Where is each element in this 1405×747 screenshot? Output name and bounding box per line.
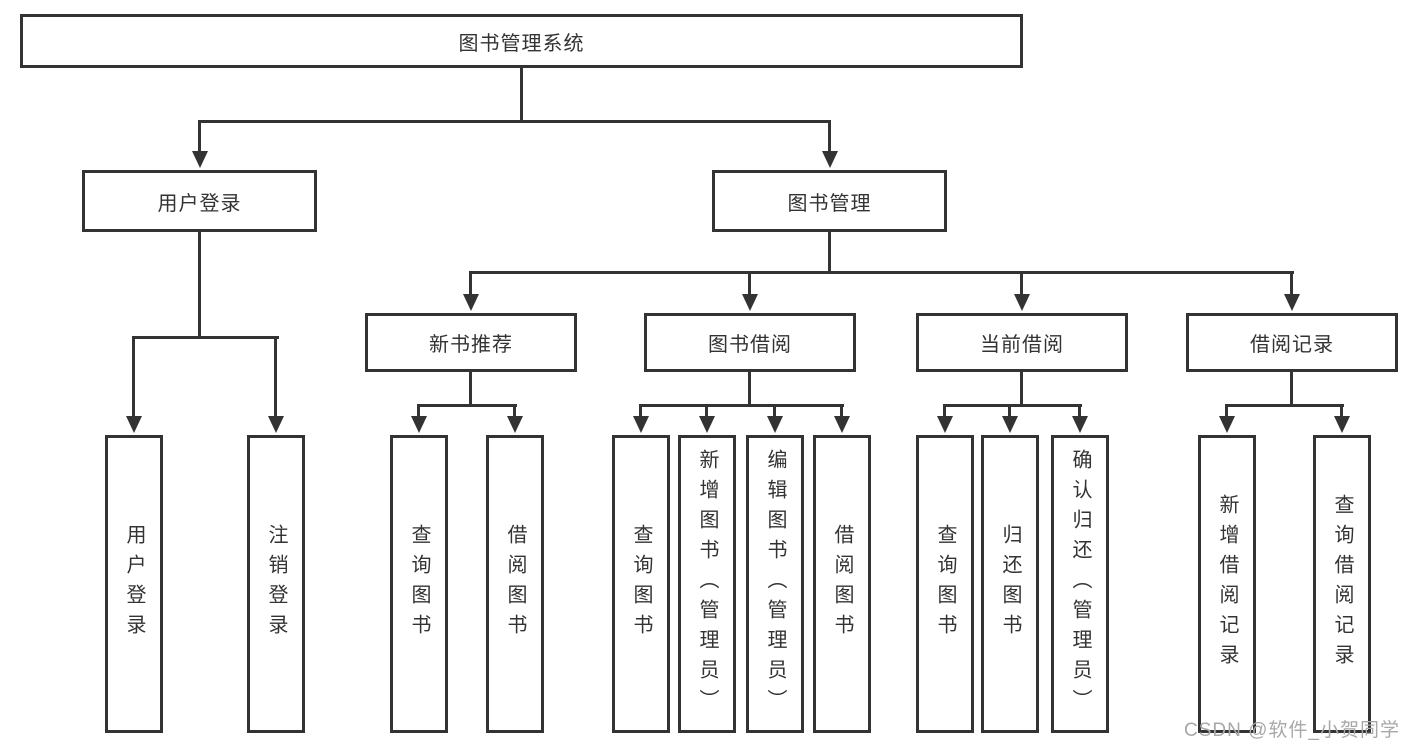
connector (639, 404, 642, 418)
connector (198, 120, 201, 153)
connector (1225, 404, 1344, 407)
node-label: 新增借阅记录 (1216, 494, 1238, 674)
arrow-down-icon (699, 416, 715, 433)
node-borrow-records: 借阅记录 (1186, 313, 1398, 372)
node-book-management: 图书管理 (712, 170, 947, 232)
connector (1020, 271, 1023, 296)
node-label: 图书管理系统 (458, 32, 585, 55)
arrow-down-icon (1284, 294, 1300, 311)
node-label: 图书借阅 (708, 334, 792, 356)
node-label: 用户登录 (123, 524, 145, 644)
leaf-confirm-return-admin: 确认归还（管理员） (1051, 435, 1109, 733)
leaf-return-books: 归还图书 (981, 435, 1039, 733)
node-label: 查询图书 (408, 524, 430, 644)
connector (828, 230, 831, 273)
leaf-edit-books-admin: 编辑图书（管理员） (746, 435, 804, 733)
leaf-query-books-current: 查询图书 (916, 435, 974, 733)
arrow-down-icon (767, 416, 783, 433)
arrow-down-icon (1072, 416, 1088, 433)
connector (1290, 370, 1293, 406)
connector (1020, 370, 1023, 406)
node-label: 用户登录 (157, 192, 242, 215)
node-label: 新增图书（管理员） (696, 449, 718, 719)
connector (943, 404, 946, 418)
arrow-down-icon (1002, 416, 1018, 433)
node-label: 归还图书 (999, 524, 1021, 644)
connector (705, 404, 708, 418)
node-library-management-system: 图书管理系统 (20, 14, 1023, 68)
leaf-logout: 注销登录 (247, 435, 305, 733)
node-label: 查询图书 (934, 524, 956, 644)
connector (198, 120, 831, 123)
node-user-login: 用户登录 (82, 170, 317, 232)
connector (520, 66, 523, 122)
arrow-down-icon (411, 416, 427, 433)
connector (773, 404, 776, 418)
connector (469, 271, 1294, 274)
leaf-add-books-admin: 新增图书（管理员） (678, 435, 736, 733)
node-new-book-recommend: 新书推荐 (365, 313, 577, 372)
connector (132, 336, 279, 339)
connector (469, 370, 472, 406)
connector (828, 120, 831, 153)
arrow-down-icon (507, 416, 523, 433)
arrow-down-icon (822, 151, 838, 168)
leaf-borrow-books: 借阅图书 (813, 435, 871, 733)
leaf-user-login: 用户登录 (105, 435, 163, 733)
connector (748, 271, 751, 296)
connector (274, 336, 277, 417)
connector (198, 230, 201, 338)
arrow-down-icon (742, 294, 758, 311)
connector (1225, 404, 1228, 418)
arrow-down-icon (268, 416, 284, 433)
arrow-down-icon (1014, 294, 1030, 311)
connector (469, 271, 472, 296)
node-label: 编辑图书（管理员） (764, 449, 786, 719)
node-label: 图书管理 (787, 192, 872, 215)
arrow-down-icon (937, 416, 953, 433)
arrow-down-icon (192, 151, 208, 168)
arrow-down-icon (834, 416, 850, 433)
leaf-add-borrow-record: 新增借阅记录 (1198, 435, 1256, 733)
connector (840, 404, 843, 418)
node-label: 借阅图书 (504, 524, 526, 644)
connector (132, 336, 135, 417)
node-label: 当前借阅 (980, 334, 1064, 356)
connector (1290, 271, 1293, 296)
node-label: 新书推荐 (429, 334, 513, 356)
arrow-down-icon (463, 294, 479, 311)
node-current-borrow: 当前借阅 (916, 313, 1128, 372)
node-label: 查询借阅记录 (1331, 494, 1353, 674)
leaf-query-borrow-record: 查询借阅记录 (1313, 435, 1371, 733)
leaf-borrow-books-recommend: 借阅图书 (486, 435, 544, 733)
connector (748, 370, 751, 406)
connector (417, 404, 517, 407)
leaf-query-books-borrow: 查询图书 (612, 435, 670, 733)
connector (1340, 404, 1343, 418)
leaf-query-books-recommend: 查询图书 (390, 435, 448, 733)
arrow-down-icon (1334, 416, 1350, 433)
connector (1078, 404, 1081, 418)
connector (639, 404, 844, 407)
arrow-down-icon (126, 416, 142, 433)
connector (943, 404, 1082, 407)
connector (1008, 404, 1011, 418)
connector (417, 404, 420, 418)
node-label: 查询图书 (630, 524, 652, 644)
node-label: 借阅图书 (831, 524, 853, 644)
arrow-down-icon (633, 416, 649, 433)
node-book-borrow: 图书借阅 (644, 313, 856, 372)
node-label: 注销登录 (265, 524, 287, 644)
connector (513, 404, 516, 418)
node-label: 确认归还（管理员） (1069, 449, 1091, 719)
node-label: 借阅记录 (1250, 334, 1334, 356)
watermark: CSDN @软件_小贺同学 (1184, 720, 1400, 741)
arrow-down-icon (1219, 416, 1235, 433)
